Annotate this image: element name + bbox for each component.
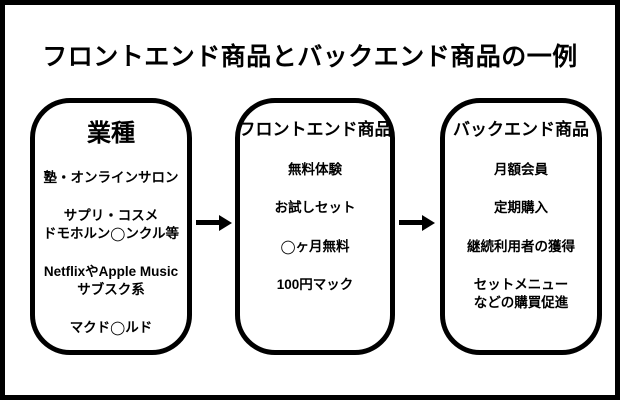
box-item: 月額会員 (494, 161, 548, 177)
box-item: 100円マック (276, 277, 354, 293)
box-backend-products: バックエンド商品 月額会員 定期購入 継続利用者の獲得 セットメニュー などの購… (440, 98, 602, 355)
box-item: セットメニュー などの購買促進 (473, 277, 569, 310)
box-industry-header: 業種 (87, 120, 135, 147)
box-item: お試しセット (274, 200, 356, 216)
right-arrow-icon (196, 220, 219, 225)
box-item: NetflixやApple Music サブスク系 (43, 264, 179, 297)
box-item: 継続利用者の獲得 (467, 238, 575, 254)
box-frontend-header: フロントエンド商品 (238, 120, 392, 139)
box-item: サプリ・コスメ ドモホルン◯ンクル等 (43, 208, 179, 241)
box-frontend-products: フロントエンド商品 無料体験 お試しセット ◯ヶ月無料 100円マック (235, 98, 395, 355)
diagram-title: フロントエンド商品とバックエンド商品の一例 (42, 43, 578, 71)
box-item: ◯ヶ月無料 (280, 238, 350, 254)
box-industry: 業種 塾・オンラインサロン サプリ・コスメ ドモホルン◯ンクル等 Netflix… (30, 98, 192, 355)
right-arrow-icon (399, 220, 422, 225)
box-item: 塾・オンラインサロン (43, 169, 179, 185)
box-backend-header: バックエンド商品 (453, 120, 589, 139)
box-item: 無料体験 (288, 161, 342, 177)
box-item: マクド◯ルド (69, 320, 153, 336)
box-item: 定期購入 (494, 200, 548, 216)
